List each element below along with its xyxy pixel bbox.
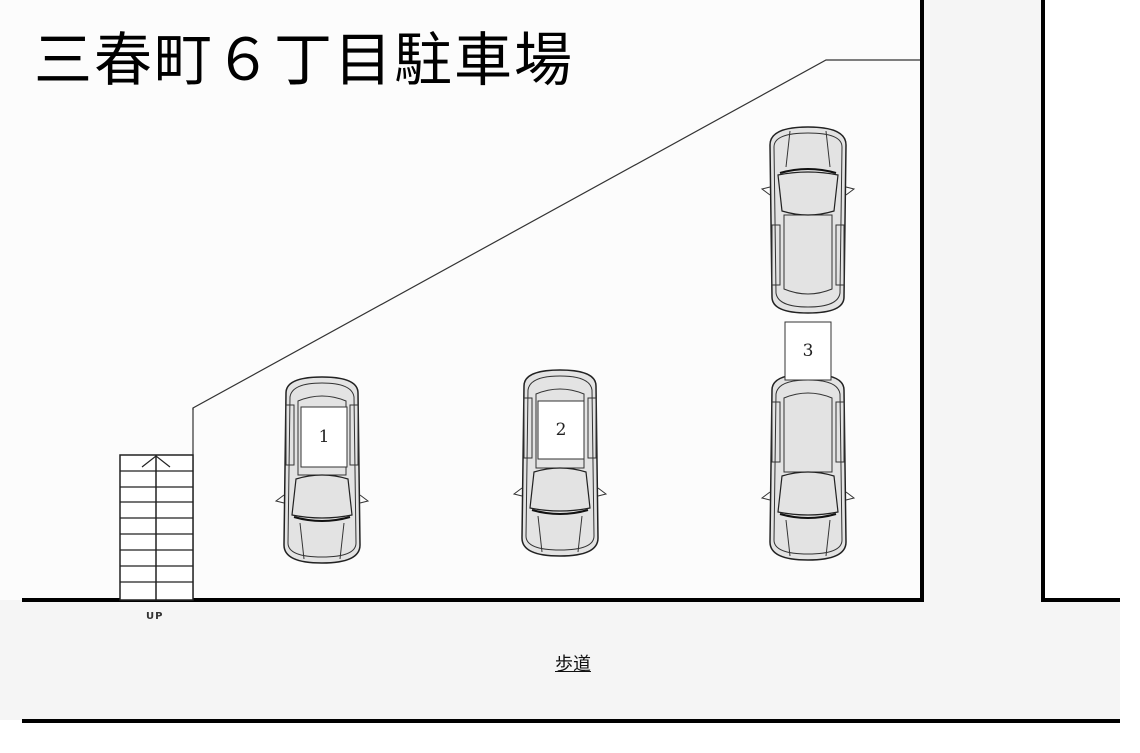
space-number-3: 3	[802, 341, 814, 361]
car-space-3-rear	[762, 127, 854, 313]
car-space-1	[275, 376, 369, 564]
car-space-3-front	[761, 373, 855, 561]
space-number-2: 2	[555, 420, 567, 440]
adjacent-lot	[1043, 0, 1140, 600]
sidewalk-label: 歩道	[555, 654, 591, 675]
stairs-icon	[119, 454, 194, 601]
stairs-up-label: UP	[146, 611, 164, 622]
side-road	[923, 0, 1043, 600]
car-space-2	[513, 369, 607, 557]
space-number-1: 1	[318, 427, 330, 447]
sidewalk-area	[0, 600, 1120, 720]
page-title: 三春町６丁目駐車場	[34, 26, 575, 94]
